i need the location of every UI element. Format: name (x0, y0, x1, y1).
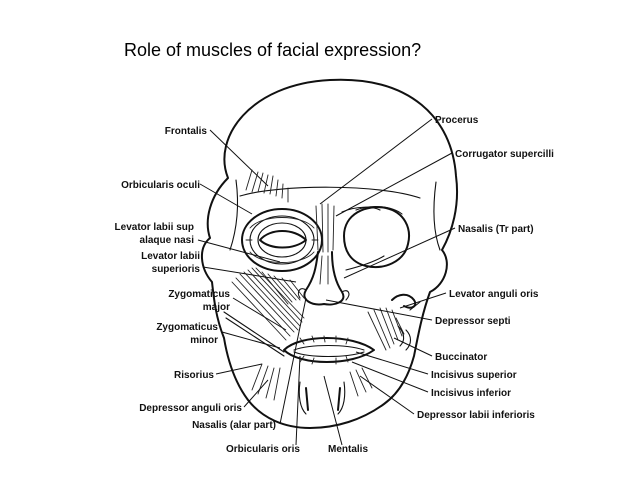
frontalis-muscle (245, 169, 289, 203)
label-orbicularis-oculi: Orbicularis oculi (121, 180, 200, 191)
label-levator-labii-sup-line2: alaque nasi (140, 235, 195, 246)
nose (297, 251, 385, 306)
label-buccinator: Buccinator (435, 352, 487, 363)
leader-lines (197, 118, 456, 446)
label-orbicularis-oris: Orbicularis oris (226, 444, 300, 455)
label-procerus: Procerus (435, 115, 479, 126)
skull-outline (201, 78, 458, 429)
procerus-muscle (315, 203, 381, 253)
label-zygomaticus-major-line1: Zygomaticus (168, 289, 230, 300)
labels-right: Procerus Corrugator supercilli Nasalis (… (417, 115, 554, 421)
label-mentalis: Mentalis (328, 444, 368, 455)
chin-muscles (251, 363, 373, 415)
label-frontalis: Frontalis (165, 126, 208, 137)
label-depressor-labii-inferioris: Depressor labii inferioris (417, 410, 535, 421)
label-nasalis-tr: Nasalis (Tr part) (458, 224, 534, 235)
label-risorius: Risorius (174, 370, 214, 381)
label-nasalis-alar: Nasalis (alar part) (192, 420, 276, 431)
orbicularis-oris-muscle (283, 335, 375, 365)
label-levator-labii-line1: Levator labii (141, 251, 200, 262)
label-zygomaticus-major-line2: major (203, 302, 230, 313)
label-incisivus-superior: Incisivus superior (431, 370, 517, 381)
label-levator-labii-sup-line1: Levator labii sup (115, 222, 194, 233)
label-incisivus-inferior: Incisivus inferior (431, 388, 511, 399)
zygomaticus-muscles (223, 267, 305, 357)
label-depressor-anguli-oris: Depressor anguli oris (139, 403, 242, 414)
label-zygomaticus-minor-line1: Zygomaticus (156, 322, 218, 333)
label-depressor-septi: Depressor septi (435, 316, 511, 327)
label-levator-anguli-oris: Levator anguli oris (449, 289, 539, 300)
eye-socket (343, 205, 410, 268)
orbicularis-oculi-muscle (241, 208, 323, 272)
slide-title: Role of muscles of facial expression? (124, 40, 422, 60)
labels-left: Frontalis Orbicularis oculi Levator labi… (115, 126, 369, 455)
label-zygomaticus-minor-line2: minor (190, 335, 218, 346)
buccinator-region (367, 293, 421, 351)
label-levator-labii-line2: superioris (152, 264, 201, 275)
label-corrugator-supercilli: Corrugator supercilli (455, 149, 554, 160)
